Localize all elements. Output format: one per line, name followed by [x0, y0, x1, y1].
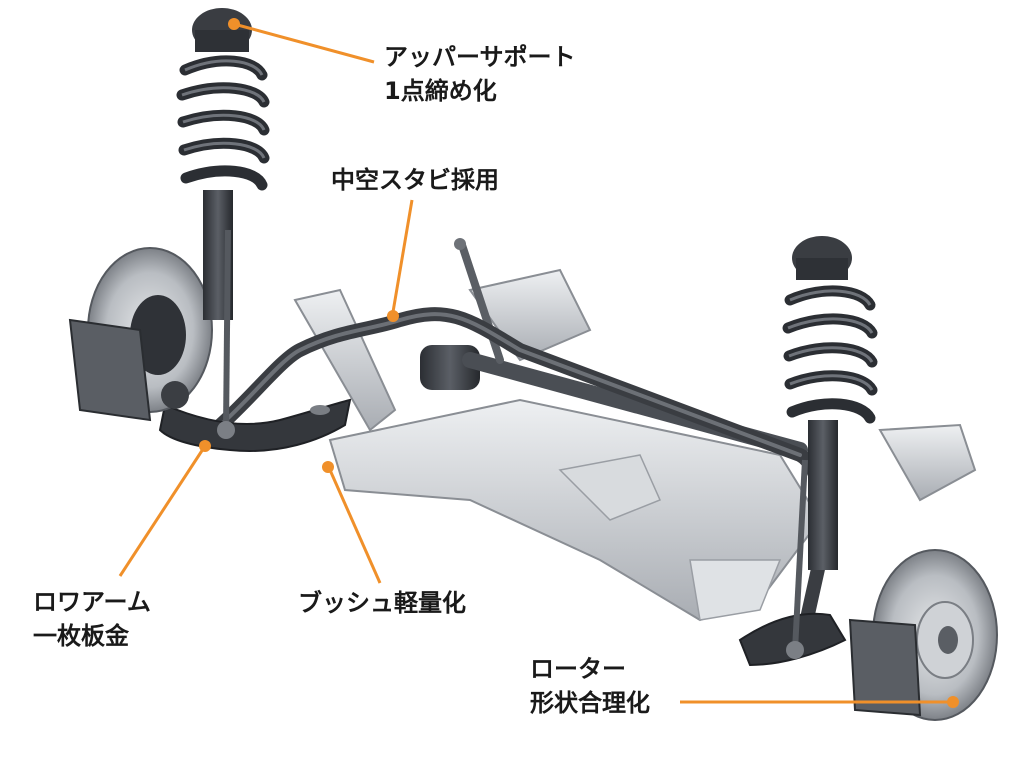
callout-rotor-line2: 形状合理化	[530, 689, 650, 717]
callout-hollow-stabi: 中空スタビ採用	[331, 163, 499, 197]
right-strut	[782, 236, 878, 659]
left-strut	[176, 8, 270, 439]
dot-lower-arm	[199, 440, 211, 452]
callout-upper-support-line1: アッパーサポート	[384, 43, 576, 71]
callout-bush-line1: ブッシュ軽量化	[298, 589, 466, 617]
right-lower-arm	[738, 612, 847, 667]
callout-lower-arm-line2: 一枚板金	[33, 622, 129, 650]
leader-bush	[328, 469, 382, 584]
callout-lower-arm-line1: ロワアーム	[33, 588, 151, 616]
dot-upper-support	[228, 18, 240, 30]
leader-upper-support	[233, 22, 375, 64]
leader-lines	[118, 22, 953, 704]
callout-hollow-stabi-line1: 中空スタビ採用	[331, 166, 499, 194]
dot-hollow-stabi	[387, 310, 399, 322]
left-lower-arm	[158, 398, 352, 452]
dot-rotor	[947, 696, 959, 708]
subframe	[293, 268, 977, 622]
leader-endpoints	[199, 18, 959, 708]
callout-lower-arm: ロワアーム 一枚板金	[33, 585, 151, 653]
callout-upper-support-line2: 1点締め化	[384, 77, 497, 105]
dot-bush	[322, 461, 334, 473]
callout-rotor: ローター 形状合理化	[530, 652, 650, 720]
callout-rotor-line1: ローター	[530, 655, 626, 683]
leader-hollow-stabi	[391, 199, 414, 313]
callout-upper-support: アッパーサポート 1点締め化	[384, 40, 576, 108]
callout-bush: ブッシュ軽量化	[298, 586, 466, 620]
left-brake-assembly	[68, 247, 213, 422]
leader-lower-arm	[118, 445, 207, 577]
right-brake-assembly	[848, 549, 998, 721]
